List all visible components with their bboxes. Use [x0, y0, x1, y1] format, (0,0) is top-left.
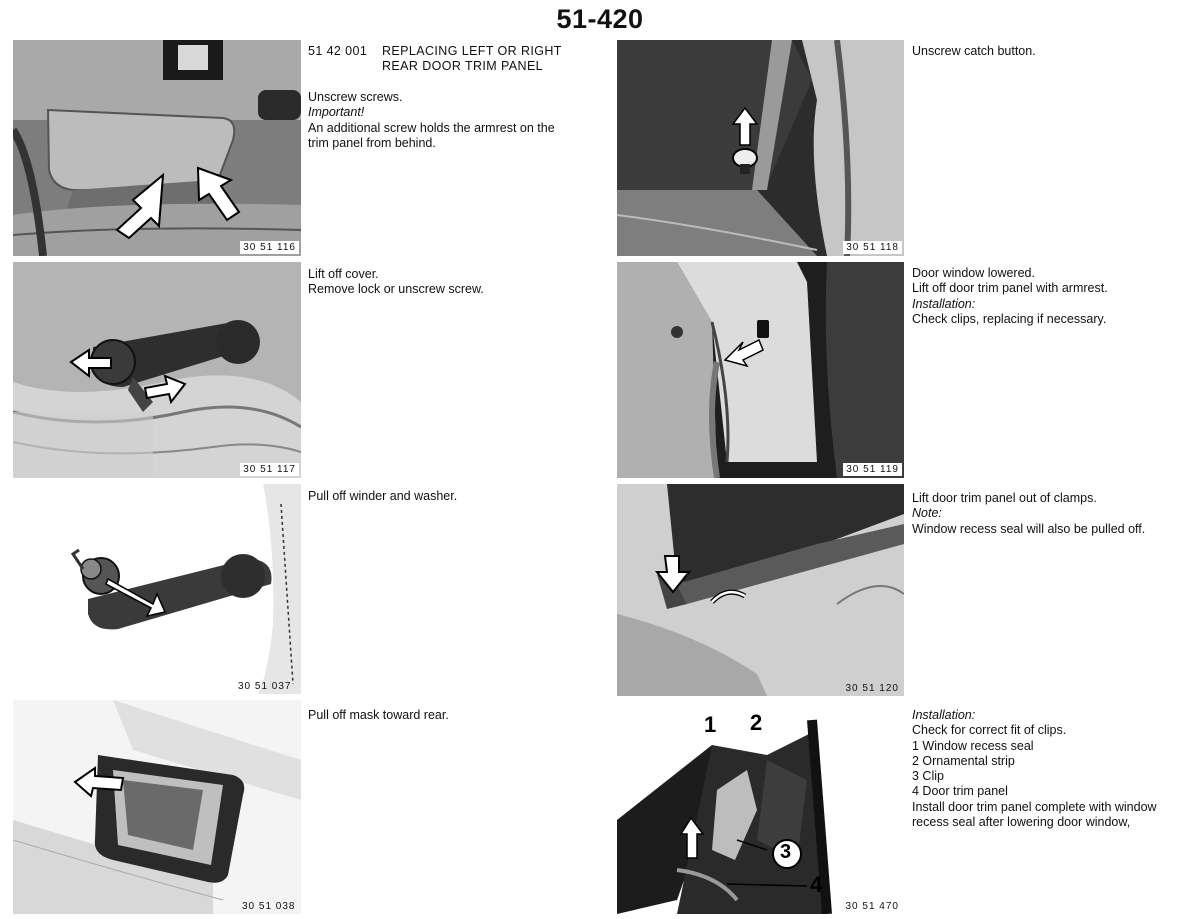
step-text: Check clips, replacing if necessary. [912, 311, 1107, 326]
step-text: Lift off cover. [308, 267, 379, 281]
photo-door-mask: 30 51 038 [13, 700, 301, 914]
photo-armrest-screws: 30 51 116 [13, 40, 301, 256]
figure-code: 30 51 119 [843, 463, 902, 476]
step-text: Remove lock or unscrew screw. [308, 282, 484, 297]
figure-code: 30 51 120 [845, 683, 899, 694]
figure-code: 30 51 116 [240, 241, 299, 254]
arrow-icon [654, 555, 747, 604]
step-door-window-lowered: Door window lowered. Lift off door trim … [912, 266, 1108, 327]
photo-winder-washer: 30 51 037 [13, 484, 301, 694]
arrow-icon [115, 166, 241, 240]
step-lift-off-cover: Lift off cover. Remove lock or unscrew s… [308, 267, 484, 298]
step-installation-clips: Installation: Check for correct fit of c… [912, 708, 1157, 830]
arrow-icon [679, 816, 808, 887]
step-pull-off-winder: Pull off winder and washer. [308, 489, 457, 504]
arrow-icon [69, 348, 187, 405]
arrow-icon [105, 577, 167, 618]
legend-item: 3 Clip [912, 769, 944, 784]
figure-code: 30 51 470 [845, 901, 899, 912]
step-text: Lift off door trim panel with armrest. [912, 281, 1108, 296]
step-text: Unscrew catch button. [912, 44, 1036, 58]
photo-lift-door-panel: 30 51 119 [617, 262, 904, 478]
legend-item: 1 Window recess seal [912, 738, 1034, 753]
step-note-label: Installation: [912, 296, 976, 311]
step-pull-off-mask: Pull off mask toward rear. [308, 708, 449, 723]
legend-item: 4 Door trim panel [912, 784, 1008, 799]
step-note-label: Important! [308, 105, 365, 120]
step-text: recess seal after lowering door window, [912, 815, 1131, 830]
photo-catch-button: 30 51 118 [617, 40, 904, 256]
callout-4: 4 [810, 872, 823, 897]
step-text: An additional screw holds the armrest on… [308, 120, 555, 135]
step-text: Pull off mask toward rear. [308, 708, 449, 722]
step-text: Pull off winder and washer. [308, 489, 458, 503]
step-unscrew-screws: Unscrew screws. Important! An additional… [308, 90, 555, 151]
figure-code: 30 51 117 [240, 463, 299, 476]
figure-code: 30 51 038 [242, 901, 296, 912]
step-text: Window recess seal will also be pulled o… [912, 521, 1146, 536]
page-number: 51-420 [556, 4, 644, 34]
legend-item: 2 Ornamental strip [912, 753, 1015, 768]
step-unscrew-catch: Unscrew catch button. [912, 44, 1036, 59]
procedure-title-line2: REAR DOOR TRIM PANEL [382, 59, 544, 73]
procedure-title-line1: REPLACING LEFT OR RIGHT [382, 44, 562, 58]
arrow-icon [723, 338, 764, 368]
callout-2: 2 [750, 710, 763, 735]
step-text: Door window lowered. [912, 266, 1035, 280]
step-note-label: Note: [912, 506, 942, 521]
photo-clip-detail: 1 2 3 4 30 51 470 [617, 700, 904, 914]
step-text: Check for correct fit of clips. [912, 723, 1067, 738]
figure-code: 30 51 037 [238, 681, 292, 692]
figure-code: 30 51 118 [843, 241, 902, 254]
step-note-label: Installation: [912, 708, 976, 722]
step-text: Lift door trim panel out of clamps. [912, 491, 1097, 505]
arrow-icon [731, 106, 759, 174]
callout-1: 1 [704, 712, 717, 737]
step-text: Unscrew screws. [308, 90, 403, 104]
procedure-code: 51 42 001 [308, 44, 368, 58]
callout-3: 3 [780, 841, 792, 863]
photo-winder-cover: 30 51 117 [13, 262, 301, 478]
step-text: Install door trim panel complete with wi… [912, 799, 1157, 814]
photo-clamps: 30 51 120 [617, 484, 904, 696]
arrow-icon [73, 766, 125, 798]
step-text: trim panel from behind. [308, 135, 436, 150]
step-lift-out-of-clamps: Lift door trim panel out of clamps. Note… [912, 491, 1145, 537]
